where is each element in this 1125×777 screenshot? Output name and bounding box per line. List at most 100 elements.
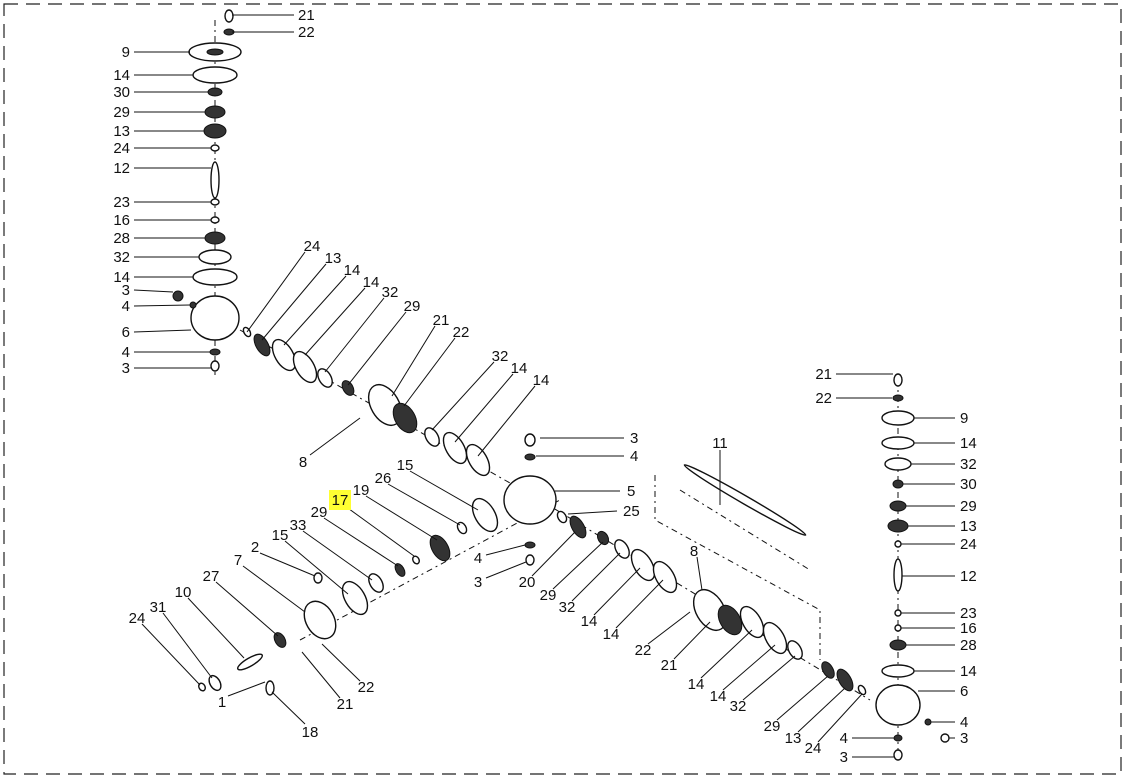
leader-line <box>647 611 691 645</box>
callout-label: 23 <box>113 194 130 211</box>
circlip-part <box>456 521 468 535</box>
callout-label: 6 <box>122 324 130 341</box>
circlip-part <box>894 540 902 548</box>
seal-part <box>273 632 287 648</box>
leader-line <box>485 561 527 579</box>
callout-label: 4 <box>840 730 848 747</box>
callout-label: 14 <box>688 676 705 693</box>
callout-label: 4 <box>474 550 482 567</box>
callout-label: 22 <box>635 642 652 659</box>
center-line <box>299 499 561 641</box>
seal-part <box>206 48 224 56</box>
callout-label: 24 <box>960 536 977 553</box>
bearing-part <box>392 402 418 434</box>
callout-label: 17 <box>332 492 349 509</box>
callout-label: 33 <box>290 517 307 534</box>
leader-line <box>776 675 829 721</box>
gasket-part <box>630 548 656 582</box>
callout-label: 7 <box>234 552 242 569</box>
gasket-part <box>652 560 678 594</box>
input-shaft-part <box>237 653 263 671</box>
leader-line <box>485 544 526 556</box>
leader-line <box>431 361 495 431</box>
callout-label: 15 <box>272 527 289 544</box>
callout-label: 14 <box>710 688 727 705</box>
callout-label: 24 <box>805 740 822 757</box>
leader-line <box>162 612 213 679</box>
callout-label: 22 <box>358 679 375 696</box>
leader-line <box>347 311 407 386</box>
leader-line <box>271 691 306 725</box>
callout-label: 21 <box>337 696 354 713</box>
callout-label: 26 <box>375 470 392 487</box>
shaft-part <box>210 161 220 199</box>
key-part <box>265 680 275 696</box>
washer-part <box>524 453 536 461</box>
o-ring-part <box>198 249 232 265</box>
callout-label: 14 <box>533 372 550 389</box>
o-ring-part <box>424 427 440 447</box>
plug-part <box>893 749 903 761</box>
callout-label: 21 <box>298 7 315 24</box>
leader-line <box>365 495 438 541</box>
bearing-part <box>204 231 226 245</box>
callout-label: 32 <box>730 698 747 715</box>
leader-line <box>284 540 349 595</box>
callout-label: 21 <box>661 657 678 674</box>
callout-label: 22 <box>815 390 832 407</box>
callout-label: 29 <box>311 504 328 521</box>
bearing-part <box>889 639 907 651</box>
callout-label: 9 <box>960 410 968 427</box>
leader-line <box>133 289 174 293</box>
gasket-part <box>881 436 915 450</box>
callout-label: 3 <box>474 574 482 591</box>
callout-label: 14 <box>960 435 977 452</box>
gasket-part <box>192 268 238 286</box>
leader-line <box>477 385 536 457</box>
callout-label: 14 <box>344 262 361 279</box>
leader-line <box>227 681 266 697</box>
callout-label: 18 <box>302 724 319 741</box>
circlip-part <box>210 198 220 206</box>
circlip-part <box>198 682 206 692</box>
ring-part <box>207 87 223 97</box>
leader-line <box>391 325 436 397</box>
callout-label: 14 <box>113 269 130 286</box>
leader-line <box>246 251 306 333</box>
gasket-part <box>881 664 915 678</box>
plug-part <box>172 290 184 302</box>
callout-label: 3 <box>840 749 848 766</box>
leader-line <box>259 552 316 577</box>
o-ring-part <box>787 640 803 660</box>
leader-lines <box>133 14 955 758</box>
callout-label: 16 <box>960 620 977 637</box>
callout-label: 14 <box>960 663 977 680</box>
callout-label: 32 <box>559 599 576 616</box>
spacer-part <box>412 555 420 565</box>
callout-label: 32 <box>113 249 130 266</box>
bearing-part <box>821 661 835 679</box>
callout-label: 13 <box>113 123 130 140</box>
washer-part <box>209 348 221 356</box>
callout-label: 19 <box>353 482 370 499</box>
leader-line <box>567 510 618 515</box>
callout-label: 4 <box>122 298 130 315</box>
leader-line <box>133 304 191 307</box>
callout-label: 29 <box>113 104 130 121</box>
leader-line <box>309 417 361 456</box>
callout-label: 23 <box>960 605 977 622</box>
callout-label: 3 <box>960 730 968 747</box>
callout-label: 9 <box>122 44 130 61</box>
gearbox-housing-part <box>190 295 240 341</box>
circlip-part <box>556 510 568 524</box>
leader-line <box>304 287 366 356</box>
callout-label: 21 <box>815 366 832 383</box>
callout-label: 24 <box>113 140 130 157</box>
callout-label: 2 <box>251 539 259 556</box>
callout-label: 22 <box>298 24 315 41</box>
bearing-part <box>204 105 226 119</box>
callout-label: 14 <box>511 360 528 377</box>
callout-label: 3 <box>630 430 638 447</box>
leader-line <box>403 337 456 407</box>
callout-label: 32 <box>382 284 399 301</box>
